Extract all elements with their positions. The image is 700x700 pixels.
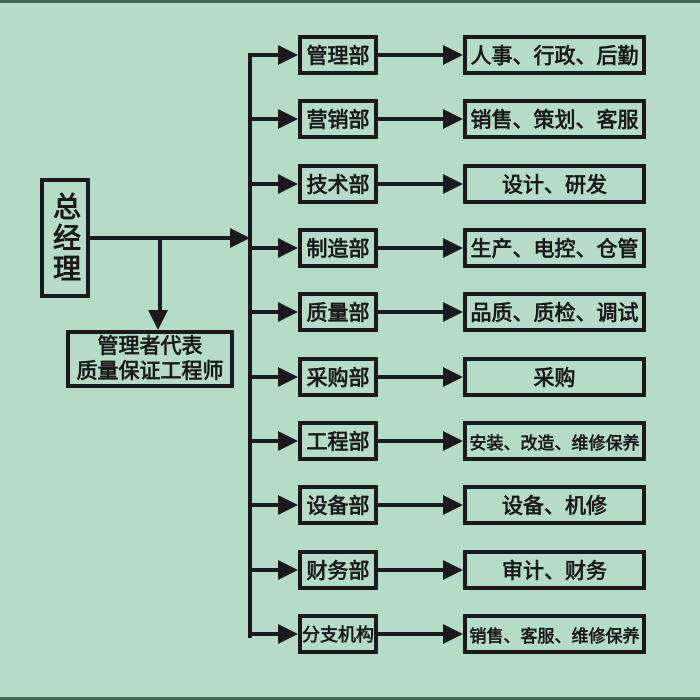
- responsibilities-box: 安装、改造、维修保养: [463, 421, 646, 461]
- branch-line: [250, 503, 278, 507]
- department-connector-line: [378, 439, 443, 443]
- department-row: 分支机构 销售、客服、维修保养: [250, 614, 650, 654]
- department-box: 质量部: [298, 292, 378, 332]
- branch-arrowhead-icon: [278, 45, 298, 65]
- bottom-edge-strip: [0, 697, 700, 700]
- department-connector-line: [378, 568, 443, 572]
- department-box: 管理部: [298, 35, 378, 75]
- general-manager-box: 总经理: [40, 178, 90, 298]
- staff-arrowhead-icon: [148, 310, 168, 330]
- department-box: 设备部: [298, 485, 378, 525]
- department-arrowhead-icon: [443, 495, 463, 515]
- responsibilities-box: 人事、行政、后勤: [463, 35, 646, 75]
- responsibilities-box: 设计、研发: [463, 164, 646, 204]
- department-connector-line: [378, 503, 443, 507]
- department-box: 营销部: [298, 99, 378, 139]
- department-arrowhead-icon: [443, 174, 463, 194]
- branch-arrowhead-icon: [278, 431, 298, 451]
- branch-arrowhead-icon: [278, 495, 298, 515]
- department-box: 财务部: [298, 550, 378, 590]
- responsibilities-box: 销售、客服、维修保养: [463, 614, 646, 654]
- department-connector-line: [378, 117, 443, 121]
- department-arrowhead-icon: [443, 302, 463, 322]
- branch-line: [250, 632, 278, 636]
- branch-line: [250, 375, 278, 379]
- branch-line: [250, 246, 278, 250]
- department-arrowhead-icon: [443, 367, 463, 387]
- department-row: 设备部 设备、机修: [250, 485, 650, 525]
- department-row: 制造部 生产、电控、仓管: [250, 228, 650, 268]
- management-representative-box: 管理者代表 质量保证工程师: [66, 330, 234, 388]
- branch-line: [250, 182, 278, 186]
- department-row: 质量部 品质、质检、调试: [250, 292, 650, 332]
- department-box: 分支机构: [298, 614, 378, 654]
- department-arrowhead-icon: [443, 624, 463, 644]
- branch-line: [250, 439, 278, 443]
- department-connector-line: [378, 182, 443, 186]
- department-row: 技术部 设计、研发: [250, 164, 650, 204]
- responsibilities-box: 销售、策划、客服: [463, 99, 646, 139]
- department-arrowhead-icon: [443, 238, 463, 258]
- branch-arrowhead-icon: [278, 560, 298, 580]
- department-row: 财务部 审计、财务: [250, 550, 650, 590]
- responsibilities-box: 设备、机修: [463, 485, 646, 525]
- department-connector-line: [378, 53, 443, 57]
- responsibilities-box: 生产、电控、仓管: [463, 228, 646, 268]
- responsibilities-box: 品质、质检、调试: [463, 292, 646, 332]
- department-connector-line: [378, 375, 443, 379]
- department-arrowhead-icon: [443, 560, 463, 580]
- branch-line: [250, 117, 278, 121]
- department-row: 采购部 采购: [250, 357, 650, 397]
- branch-arrowhead-icon: [278, 109, 298, 129]
- branch-arrowhead-icon: [278, 302, 298, 322]
- department-box: 制造部: [298, 228, 378, 268]
- spine-line: [248, 53, 252, 638]
- branch-arrowhead-icon: [278, 174, 298, 194]
- branch-arrowhead-icon: [278, 367, 298, 387]
- responsibilities-box: 采购: [463, 357, 646, 397]
- branch-line: [250, 568, 278, 572]
- branch-line: [250, 310, 278, 314]
- department-connector-line: [378, 632, 443, 636]
- department-box: 工程部: [298, 421, 378, 461]
- trunk-arrowhead-icon: [230, 228, 250, 248]
- department-arrowhead-icon: [443, 431, 463, 451]
- department-row: 工程部 安装、改造、维修保养: [250, 421, 650, 461]
- department-connector-line: [378, 310, 443, 314]
- department-arrowhead-icon: [443, 109, 463, 129]
- management-representative-label: 管理者代表: [97, 334, 203, 358]
- department-connector-line: [378, 246, 443, 250]
- qa-engineer-label: 质量保证工程师: [76, 359, 224, 383]
- department-box: 技术部: [298, 164, 378, 204]
- department-row: 营销部 销售、策划、客服: [250, 99, 650, 139]
- staff-connector-line: [158, 236, 162, 312]
- branch-line: [250, 53, 278, 57]
- branch-arrowhead-icon: [278, 238, 298, 258]
- branch-arrowhead-icon: [278, 624, 298, 644]
- responsibilities-box: 审计、财务: [463, 550, 646, 590]
- department-box: 采购部: [298, 357, 378, 397]
- top-edge-strip: [0, 0, 700, 3]
- department-arrowhead-icon: [443, 45, 463, 65]
- department-row: 管理部 人事、行政、后勤: [250, 35, 650, 75]
